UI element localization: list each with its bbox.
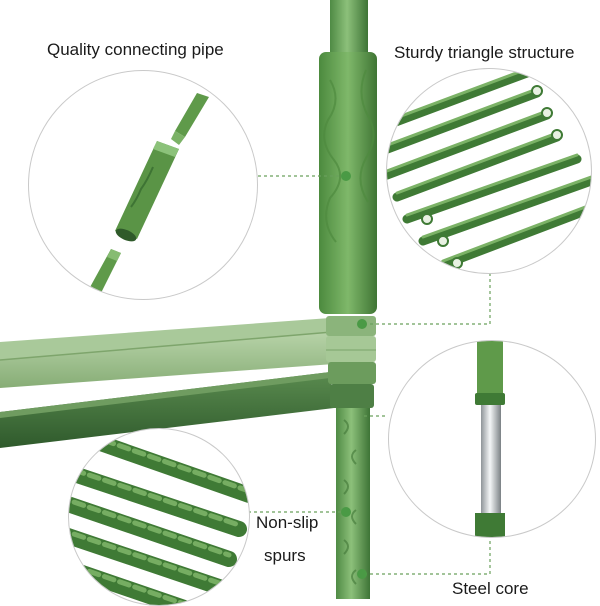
shelf-upper	[0, 318, 334, 388]
triangle-structure-illustration	[387, 69, 591, 270]
guide-lines	[248, 175, 491, 575]
non-slip-label-line2: spurs	[264, 546, 306, 565]
joint-bracket	[326, 316, 376, 408]
connecting-pipe-label: Quality connecting pipe	[47, 40, 224, 59]
callout-dots	[341, 171, 367, 579]
triangle-structure-label: Sturdy triangle structure	[394, 43, 575, 62]
connecting-pipe-illustration	[89, 93, 209, 293]
steel-core-detail-circle	[388, 340, 596, 538]
non-slip-spurs-illustration	[69, 431, 249, 605]
non-slip-spurs-detail-circle	[68, 428, 250, 606]
connecting-pipe-detail-circle	[28, 70, 258, 300]
triangle-structure-detail-circle	[386, 68, 592, 274]
non-slip-label-line1: Non-slip	[256, 513, 319, 532]
steel-core-illustration	[475, 341, 505, 537]
connecting-sleeve	[319, 52, 377, 314]
steel-core-label: Steel core	[452, 579, 529, 598]
shelf-lower	[0, 372, 334, 448]
